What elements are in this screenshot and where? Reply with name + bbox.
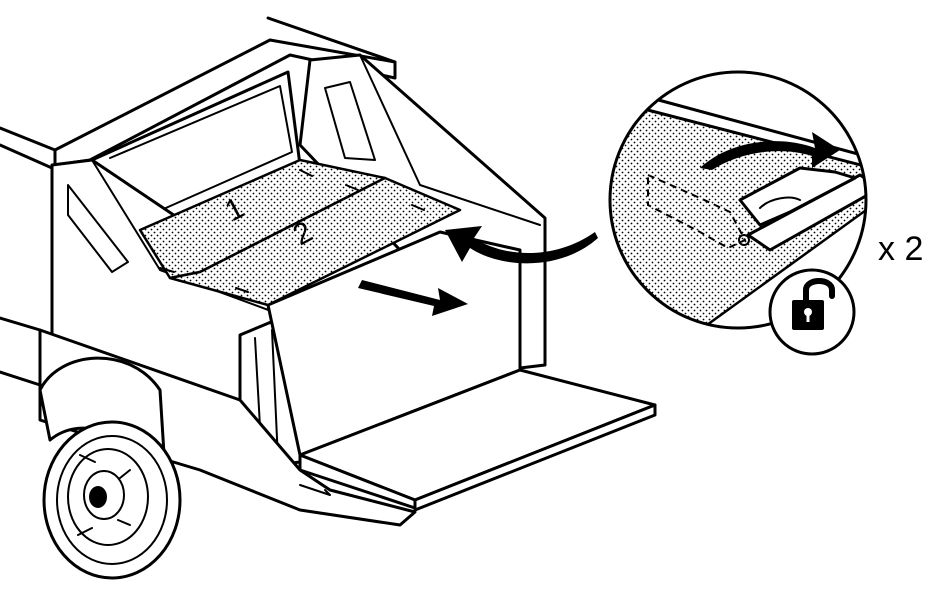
pickup-truck: 1 2 <box>0 16 657 580</box>
slide-out-arrow <box>358 280 468 316</box>
panel-latches <box>159 169 425 293</box>
cab-side-line <box>0 126 57 152</box>
quantity-label: x 2 <box>878 230 923 268</box>
curved-arrow-icon <box>445 226 598 264</box>
bulkhead-window-frame <box>109 85 293 216</box>
left-stake-pocket <box>67 184 129 273</box>
hidden-latch-outline <box>647 173 747 250</box>
latch-handle <box>738 166 857 227</box>
rear-wheel <box>42 420 182 580</box>
right-stake-pocket <box>324 81 376 161</box>
bed-panel-2: 2 <box>168 176 462 307</box>
latch-detail-view <box>608 70 868 330</box>
cab-roof-line <box>266 16 397 64</box>
unlocked-padlock-icon <box>768 268 856 356</box>
rotate-handle-arrow <box>700 132 840 170</box>
bed-floor <box>266 230 522 457</box>
